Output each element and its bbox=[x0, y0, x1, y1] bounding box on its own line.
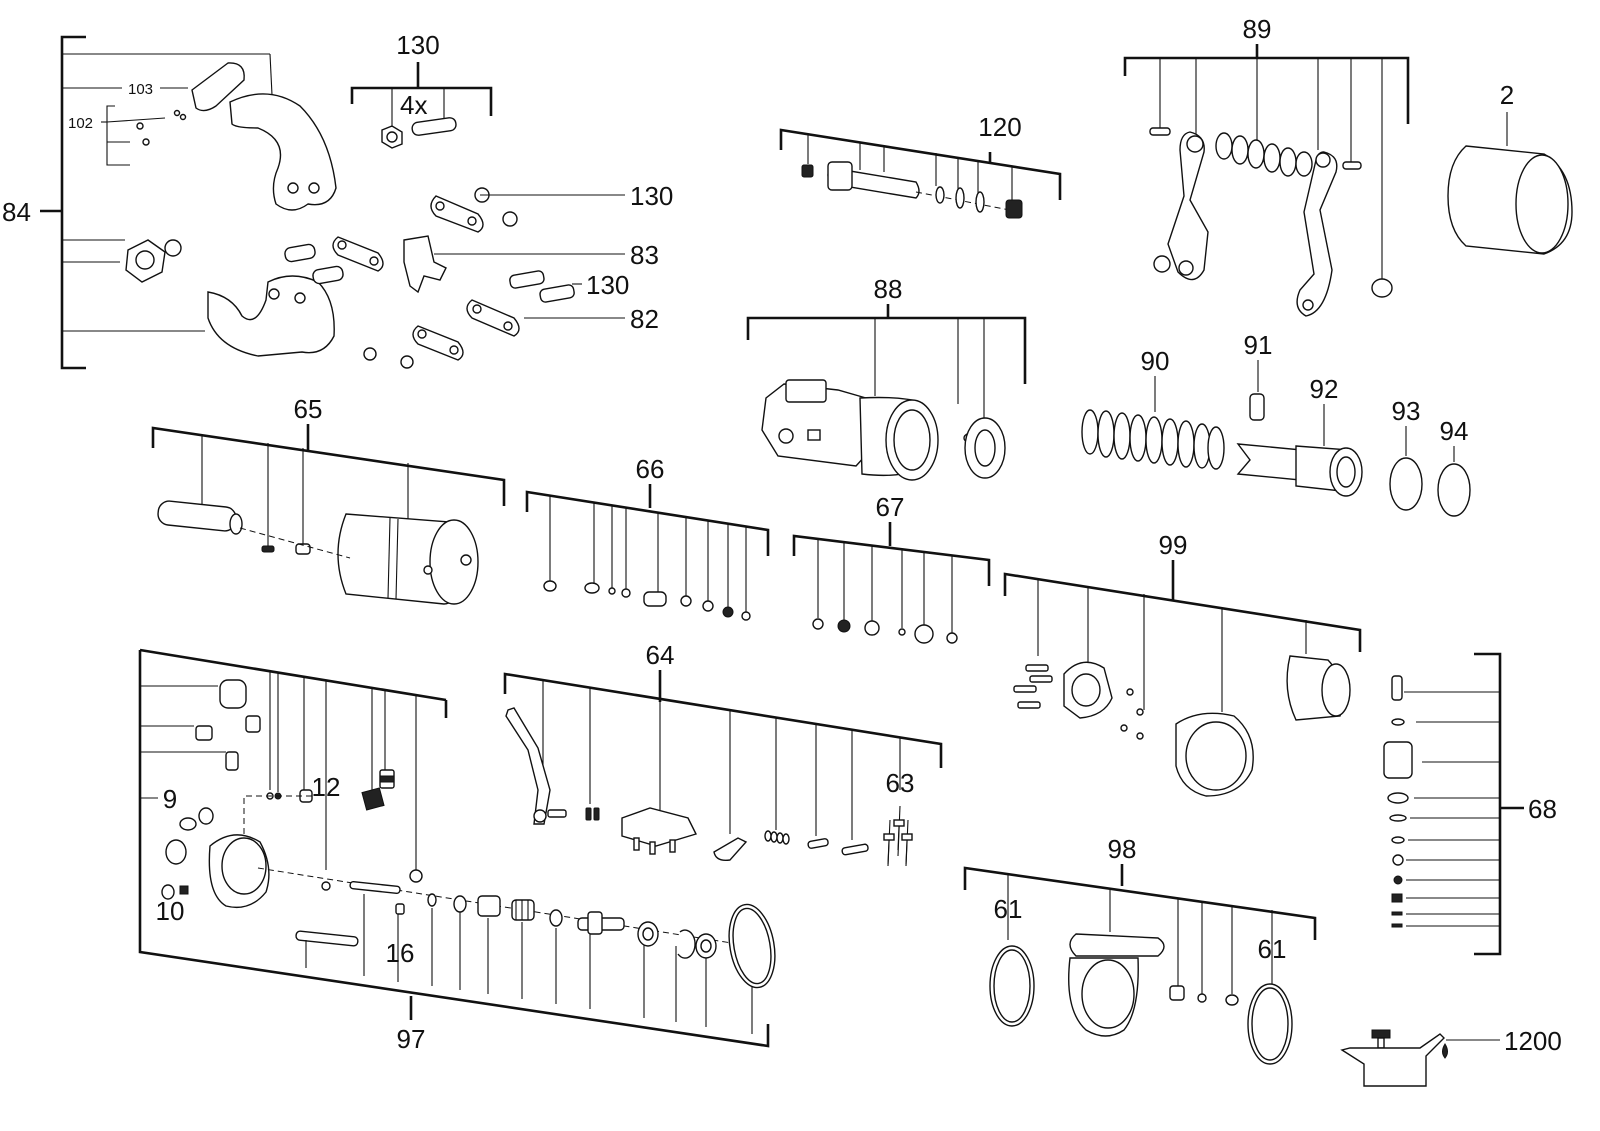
label-16: 16 bbox=[386, 938, 415, 968]
label-130-low: 130 bbox=[586, 270, 629, 300]
guard-98-part bbox=[1069, 933, 1165, 957]
oil-can-icon bbox=[1340, 1029, 1500, 1087]
label-67: 67 bbox=[876, 492, 905, 522]
label-61-left: 61 bbox=[994, 894, 1023, 924]
label-2: 2 bbox=[1500, 80, 1514, 110]
pin-91 bbox=[1249, 360, 1265, 421]
ring-94 bbox=[1437, 446, 1471, 517]
label-1200: 1200 bbox=[1504, 1026, 1562, 1056]
assembly-98 bbox=[963, 864, 1317, 1065]
label-88: 88 bbox=[874, 274, 903, 304]
label-65: 65 bbox=[294, 394, 323, 424]
label-10: 10 bbox=[156, 896, 185, 926]
label-99: 99 bbox=[1159, 530, 1188, 560]
part-number-labels: 2 9 10 12 16 61 61 63 64 65 66 67 68 82 … bbox=[2, 14, 1562, 1056]
label-12: 12 bbox=[312, 772, 341, 802]
spring-89 bbox=[1215, 132, 1313, 177]
label-120: 120 bbox=[978, 112, 1021, 142]
upper-blade-part bbox=[229, 93, 337, 211]
assembly-67 bbox=[792, 522, 991, 644]
assembly-68 bbox=[1383, 652, 1524, 956]
label-90: 90 bbox=[1141, 346, 1170, 376]
link-plate-part bbox=[430, 195, 484, 233]
assembly-66 bbox=[525, 484, 770, 621]
label-9: 9 bbox=[163, 784, 177, 814]
assembly-97 bbox=[138, 648, 776, 1048]
label-102: 102 bbox=[68, 115, 93, 132]
label-61-right: 61 bbox=[1258, 934, 1287, 964]
lower-blade-part bbox=[207, 275, 335, 357]
assembly-65 bbox=[151, 424, 506, 605]
label-92: 92 bbox=[1310, 374, 1339, 404]
assembly-84 bbox=[40, 35, 625, 370]
label-103: 103 bbox=[128, 81, 153, 98]
label-94: 94 bbox=[1440, 416, 1469, 446]
hinge-bracket-part bbox=[403, 235, 447, 294]
part-2-sleeve bbox=[1447, 112, 1573, 255]
blade-holder-part bbox=[191, 62, 245, 112]
spring-90 bbox=[1081, 376, 1225, 470]
label-130-top: 130 bbox=[396, 30, 439, 60]
spring-64 bbox=[764, 830, 790, 845]
lever-64-part bbox=[505, 707, 551, 825]
shaft-92 bbox=[1236, 404, 1363, 497]
assembly-88 bbox=[746, 304, 1027, 481]
cylinder-88-part bbox=[761, 383, 877, 467]
label-64: 64 bbox=[646, 640, 675, 670]
plate-64-part bbox=[621, 807, 697, 847]
assembly-120 bbox=[779, 128, 1062, 219]
label-93: 93 bbox=[1392, 396, 1421, 426]
label-97: 97 bbox=[397, 1024, 426, 1054]
assembly-89 bbox=[1123, 44, 1410, 317]
label-84: 84 bbox=[2, 197, 31, 227]
label-68: 68 bbox=[1528, 794, 1557, 824]
assembly-130-top bbox=[350, 62, 493, 149]
assembly-64 bbox=[503, 670, 943, 867]
assembly-99 bbox=[1003, 560, 1362, 797]
label-91: 91 bbox=[1244, 330, 1273, 360]
label-98: 98 bbox=[1108, 834, 1137, 864]
label-quantity-4x: 4x bbox=[400, 90, 427, 120]
label-83: 83 bbox=[630, 240, 659, 270]
label-130-mid: 130 bbox=[630, 181, 673, 211]
label-66: 66 bbox=[636, 454, 665, 484]
ring-93 bbox=[1389, 426, 1423, 511]
label-89: 89 bbox=[1243, 14, 1272, 44]
label-63: 63 bbox=[886, 768, 915, 798]
label-82: 82 bbox=[630, 304, 659, 334]
